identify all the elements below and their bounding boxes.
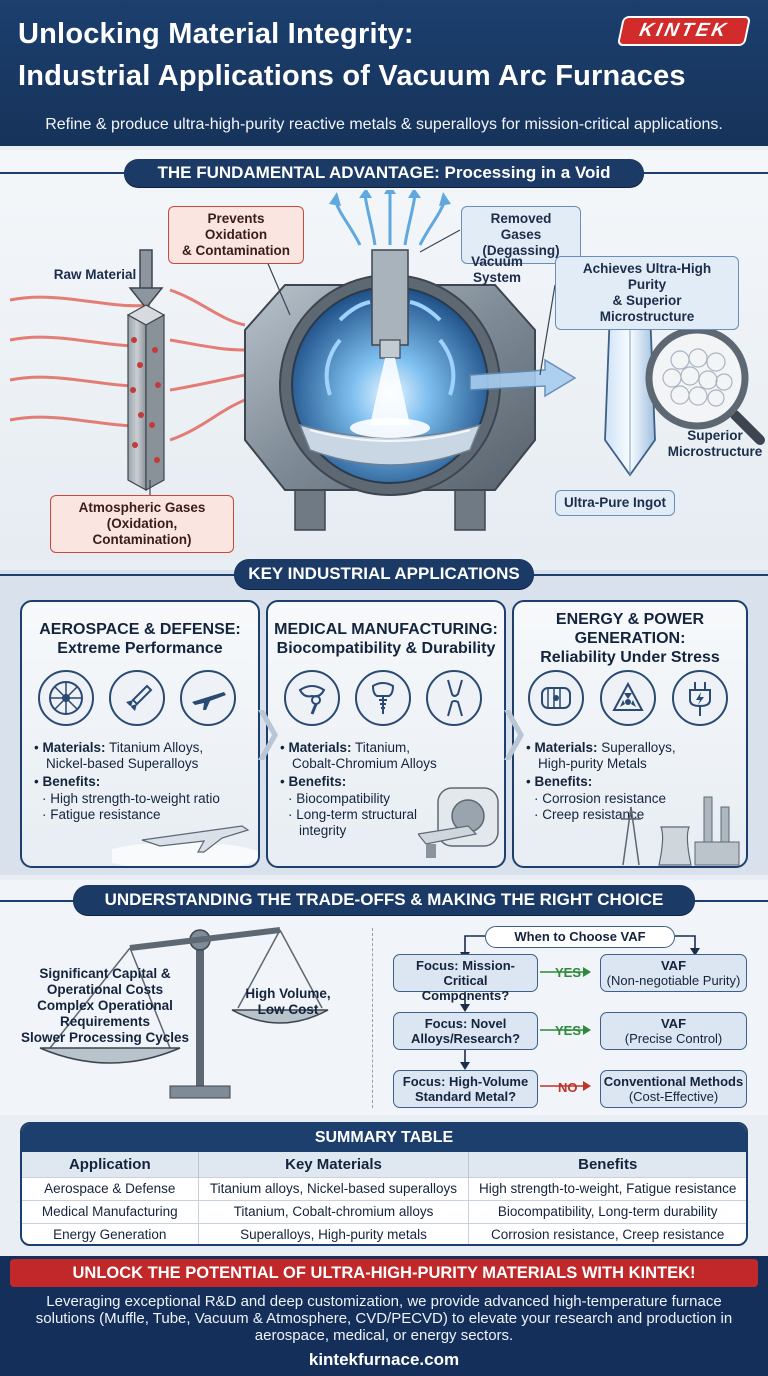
result-conventional: Conventional Methods (Cost-Effective): [600, 1070, 747, 1108]
power-plant-illustration: [621, 796, 740, 866]
power-plug-icon: [672, 670, 728, 726]
table-title: SUMMARY TABLE: [22, 1124, 746, 1152]
generator-icon: [528, 670, 584, 726]
mri-scanner-illustration: [418, 787, 499, 858]
table-cell: Energy Generation: [22, 1222, 199, 1244]
aerospace-card: AEROSPACE & DEFENSE: Extreme Performance…: [20, 600, 260, 868]
microstructure-magnifier: [645, 326, 765, 445]
raw-material-arrow: [128, 249, 164, 310]
header: Unlocking Material Integrity: Industrial…: [0, 0, 768, 146]
card-title: ENERGY & POWER GENERATION: Reliability U…: [540, 611, 720, 666]
no-label: NO: [558, 1080, 578, 1095]
output-arrow: [469, 358, 577, 398]
table-cell: Titanium alloys, Nickel-based superalloy…: [198, 1176, 470, 1200]
airplane-illustration: [112, 825, 258, 866]
column-header: Key Materials: [198, 1152, 470, 1177]
furnace-diagram: [9, 190, 765, 531]
vaf-drawbacks: Significant Capital & Operational Costs …: [20, 966, 190, 1045]
section-divider-vertical: [372, 928, 373, 1108]
table-cell: Titanium, Cobalt-chromium alloys: [198, 1199, 470, 1223]
rocket-icon: [109, 670, 165, 726]
column-header: Benefits: [468, 1152, 746, 1177]
table-row: Energy Generation Superalloys, High-puri…: [22, 1222, 746, 1244]
footer-description: Leveraging exceptional R&D and deep cust…: [35, 1293, 733, 1344]
turbine-icon: [38, 670, 94, 726]
yes-label: YES: [555, 1023, 582, 1038]
table-header-row: Application Key Materials Benefits: [22, 1152, 746, 1177]
jet-icon: [180, 670, 236, 726]
nuclear-icon: [600, 670, 656, 726]
summary-grid: Application Key Materials Benefits Aeros…: [22, 1152, 746, 1244]
card-title: AEROSPACE & DEFENSE: Extreme Performance: [39, 621, 241, 657]
hip-joint-icon: [284, 670, 340, 726]
removed-gases-callout: Removed Gases (Degassing): [461, 206, 581, 264]
knee-joint-icon: [426, 670, 482, 726]
flow-title: When to Choose VAF: [485, 926, 675, 948]
raw-material-block: [126, 304, 166, 492]
table-row: Medical Manufacturing Titanium, Cobalt-c…: [22, 1199, 746, 1223]
table-cell: Medical Manufacturing: [22, 1199, 199, 1223]
vacuum-system-label: Vacuum System: [471, 254, 523, 285]
result-vaf-control: VAF (Precise Control): [600, 1012, 747, 1050]
table-cell: Corrosion resistance, Creep resistance: [468, 1222, 746, 1244]
table-cell: Superalloys, High-purity metals: [198, 1222, 470, 1244]
table-cell: High strength-to-weight, Fatigue resista…: [468, 1176, 746, 1200]
atmospheric-gases-callout: Atmospheric Gases (Oxidation, Contaminat…: [50, 495, 234, 553]
card-title: MEDICAL MANUFACTURING: Biocompatibility …: [274, 621, 498, 657]
page-title-line1: Unlocking Material Integrity:: [18, 18, 414, 50]
cta-banner: UNLOCK THE POTENTIAL OF ULTRA-HIGH-PURIT…: [10, 1259, 758, 1287]
degassing-arrows: [333, 190, 447, 246]
question-mission-critical: Focus: Mission-Critical Components?: [393, 954, 538, 1003]
ultra-pure-ingot-label: Ultra-Pure Ingot: [555, 490, 675, 516]
yes-label: YES: [555, 965, 582, 980]
raw-material-label: Raw Material: [53, 267, 137, 282]
energy-card: ENERGY & POWER GENERATION: Reliability U…: [512, 600, 748, 868]
dental-implant-icon: [355, 670, 411, 726]
balance-scale: [39, 927, 329, 1099]
tradeoffs-banner: UNDERSTANDING THE TRADE-OFFS & MAKING TH…: [73, 885, 695, 915]
question-high-volume: Focus: High-Volume Standard Metal?: [393, 1070, 538, 1108]
card-chevrons: [258, 710, 524, 760]
column-header: Application: [22, 1152, 199, 1177]
applications-banner: KEY INDUSTRIAL APPLICATIONS: [234, 559, 534, 589]
table-row: Aerospace & Defense Titanium alloys, Nic…: [22, 1176, 746, 1200]
table-cell: Biocompatibility, Long-term durability: [468, 1199, 746, 1223]
medical-card: MEDICAL MANUFACTURING: Biocompatibility …: [266, 600, 506, 868]
alternative-label: High Volume, Low Cost: [245, 986, 331, 1017]
ultra-high-purity-callout: Achieves Ultra-High Purity & Superior Mi…: [555, 256, 739, 330]
prevents-oxidation-callout: Prevents Oxidation & Contamination: [168, 206, 304, 264]
page-title-line2: Industrial Applications of Vacuum Arc Fu…: [18, 60, 686, 92]
advantage-banner: THE FUNDAMENTAL ADVANTAGE: Processing in…: [124, 159, 644, 187]
microstructure-label: Superior Microstructure: [667, 428, 763, 459]
vacuum-chamber: [244, 249, 536, 531]
result-vaf-purity: VAF (Non-negotiable Purity): [600, 954, 747, 992]
summary-table: SUMMARY TABLE Application Key Materials …: [20, 1122, 748, 1246]
question-novel-alloys: Focus: Novel Alloys/Research?: [393, 1012, 538, 1050]
brand-logo: KINTEK: [616, 16, 752, 46]
website-link[interactable]: kintekfurnace.com: [308, 1350, 460, 1369]
page-subtitle: Refine & produce ultra-high-purity react…: [45, 116, 723, 133]
table-cell: Aerospace & Defense: [22, 1176, 199, 1200]
